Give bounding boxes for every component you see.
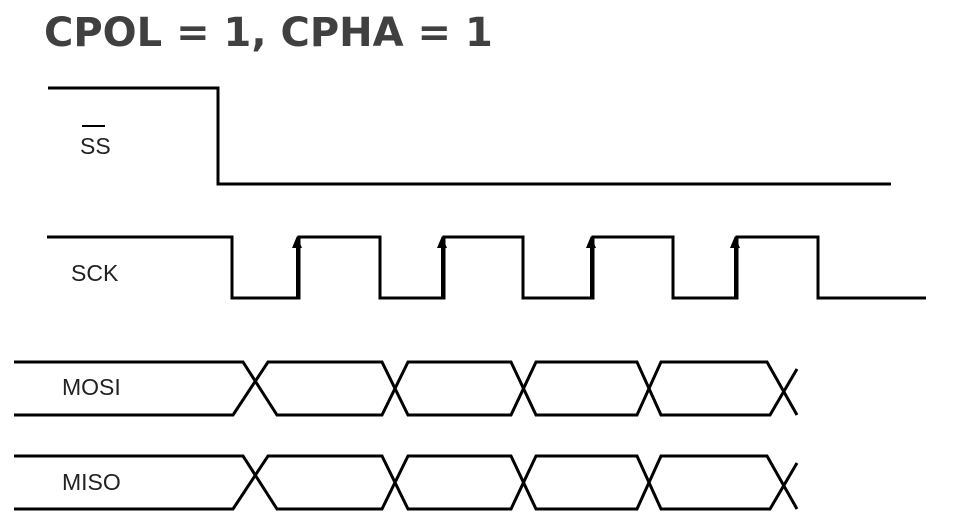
miso-waveform-bottom	[14, 454, 799, 511]
mosi-waveform-top	[14, 360, 799, 417]
sck-label: SCK	[71, 260, 119, 286]
miso-label: MISO	[62, 469, 121, 495]
mosi-label: MOSI	[62, 374, 121, 400]
ss-label: SS	[80, 133, 111, 159]
sck-waveform	[47, 235, 926, 300]
miso-waveform-top	[14, 454, 799, 511]
mosi-waveform-bottom	[14, 360, 799, 417]
diagram-title: CPOL = 1, CPHA = 1	[44, 10, 493, 56]
sck-edge-arrow	[292, 236, 302, 298]
sck-edge-arrow	[730, 236, 740, 298]
ss-waveform	[48, 86, 891, 186]
sck-edge-arrow	[437, 236, 447, 298]
sck-edge-arrow	[586, 236, 596, 298]
